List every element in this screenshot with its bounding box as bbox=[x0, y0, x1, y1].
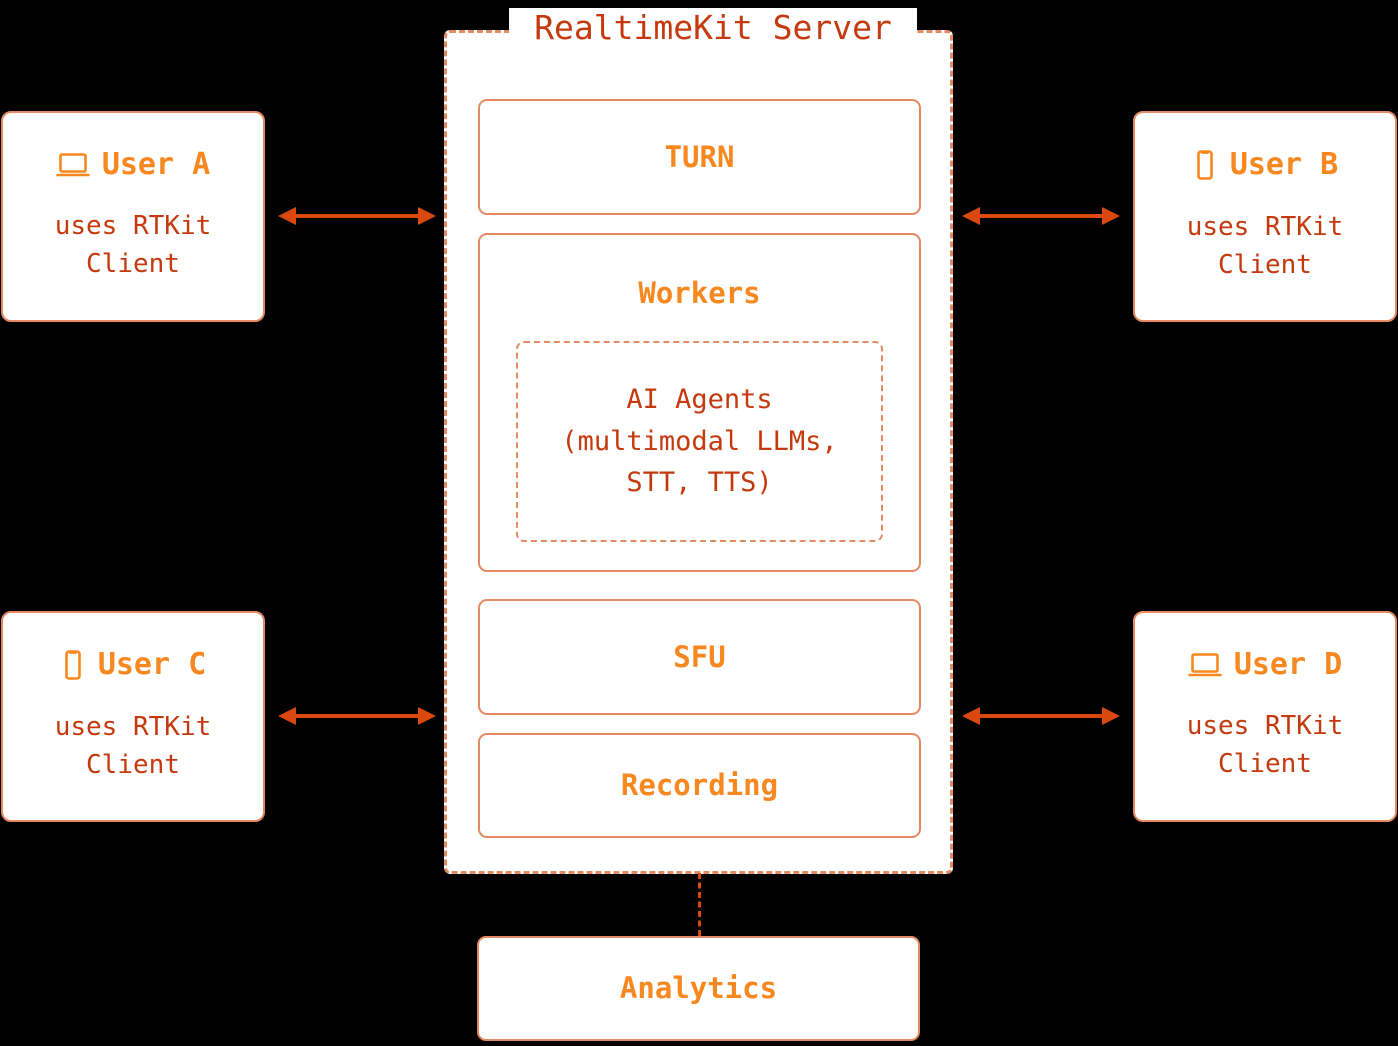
module-label-recording: Recording bbox=[620, 768, 779, 802]
module-label-turn: TURN bbox=[664, 139, 735, 174]
connector-server-user-b bbox=[960, 202, 1122, 230]
client-heading-user-b: User B bbox=[1192, 149, 1338, 181]
connector-server-user-d bbox=[960, 702, 1122, 730]
analytics-box[interactable]: Analytics bbox=[477, 936, 920, 1041]
nested-box-ai-agents[interactable]: AI Agents (multimodal LLMs, STT, TTS) bbox=[516, 341, 883, 542]
module-sfu[interactable]: SFU bbox=[478, 599, 921, 715]
client-name-user-c: User C bbox=[97, 646, 207, 682]
client-name-user-b: User B bbox=[1229, 146, 1339, 182]
module-label-workers: Workers bbox=[638, 276, 761, 310]
analytics-label: Analytics bbox=[619, 971, 778, 1005]
client-box-user-d[interactable]: User D uses RTKit Client bbox=[1133, 611, 1397, 822]
client-description-user-c: uses RTKit Client bbox=[54, 711, 212, 780]
module-turn[interactable]: TURN bbox=[478, 99, 921, 215]
laptop-icon bbox=[1188, 651, 1222, 679]
module-recording[interactable]: Recording bbox=[478, 733, 921, 838]
client-description-user-d: uses RTKit Client bbox=[1186, 710, 1344, 779]
client-name-user-d: User D bbox=[1233, 646, 1343, 682]
client-box-user-b[interactable]: User B uses RTKit Client bbox=[1133, 111, 1397, 322]
client-heading-user-a: User A bbox=[56, 146, 211, 182]
client-name-user-a: User A bbox=[101, 146, 211, 182]
module-label-sfu: SFU bbox=[673, 639, 726, 674]
connector-user-a-server bbox=[276, 202, 438, 230]
nested-label-ai-agents: AI Agents (multimodal LLMs, STT, TTS) bbox=[561, 383, 838, 499]
client-description-user-b: uses RTKit Client bbox=[1186, 211, 1344, 280]
laptop-icon bbox=[56, 151, 90, 179]
connector-server-analytics bbox=[698, 873, 701, 936]
client-box-user-c[interactable]: User C uses RTKit Client bbox=[1, 611, 265, 822]
client-description-user-a: uses RTKit Client bbox=[54, 210, 212, 279]
client-heading-user-d: User D bbox=[1188, 646, 1343, 682]
mobile-icon bbox=[1192, 149, 1218, 181]
connector-user-c-server bbox=[276, 702, 438, 730]
server-title: RealtimeKit Server bbox=[509, 8, 917, 48]
client-heading-user-c: User C bbox=[60, 649, 206, 681]
mobile-icon bbox=[60, 649, 86, 681]
client-box-user-a[interactable]: User A uses RTKit Client bbox=[1, 111, 265, 322]
server-container: TURN Workers AI Agents (multimodal LLMs,… bbox=[444, 30, 953, 874]
module-workers[interactable]: Workers AI Agents (multimodal LLMs, STT,… bbox=[478, 233, 921, 572]
